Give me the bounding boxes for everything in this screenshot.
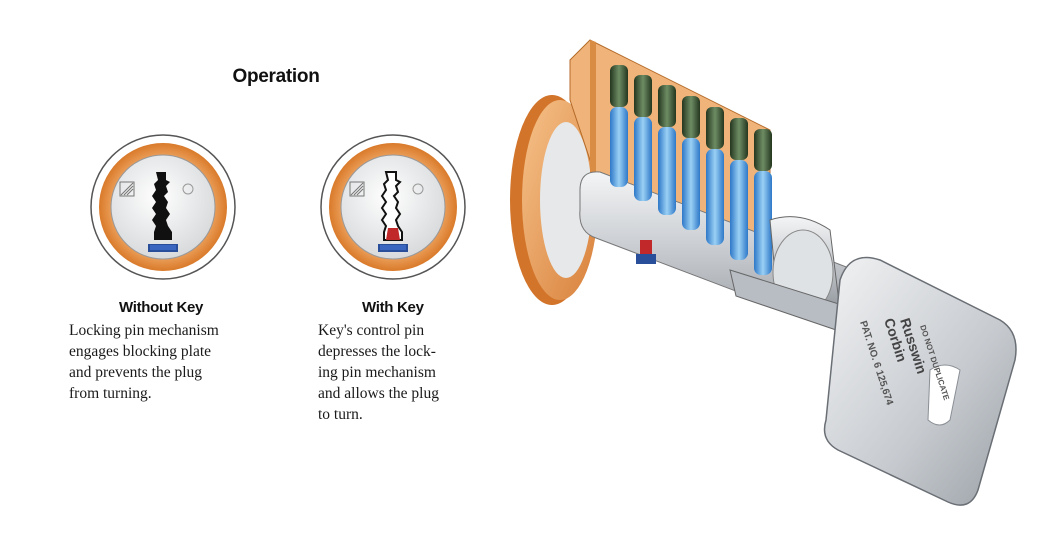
- description-line: engages blocking plate: [69, 343, 212, 360]
- diagram-title: Operation: [232, 66, 320, 87]
- pin-stack-group: [610, 65, 772, 275]
- with-key-description: Key's control pin depresses the lock- in…: [318, 320, 439, 425]
- key-bow: PAT. NO. 6 125,674 Corbin Russwin DO NOT…: [823, 256, 1017, 506]
- description-line: to turn.: [318, 406, 363, 423]
- description-line: depresses the lock-: [318, 343, 436, 360]
- description-line: ing pin mechanism: [318, 364, 436, 381]
- description-line: Key's control pin: [318, 322, 425, 339]
- without-key-description: Locking pin mechanism engages blocking p…: [69, 320, 219, 404]
- description-line: and prevents the plug: [69, 364, 203, 381]
- shield-icon: [119, 181, 135, 197]
- locking-pin: [636, 240, 656, 264]
- description-line: from turning.: [69, 385, 152, 402]
- cylinder-face-with-key: [318, 132, 468, 287]
- with-key-heading: With Key: [362, 299, 424, 316]
- cylinder-cutaway-illustration: PAT. NO. 6 125,674 Corbin Russwin DO NOT…: [500, 20, 1030, 525]
- shield-icon: [349, 181, 365, 197]
- cylinder-front-ring: [510, 95, 598, 305]
- without-key-heading: Without Key: [119, 299, 204, 316]
- description-line: and allows the plug: [318, 385, 439, 402]
- cylinder-face-without-key: [88, 132, 238, 287]
- description-line: Locking pin mechanism: [69, 322, 219, 339]
